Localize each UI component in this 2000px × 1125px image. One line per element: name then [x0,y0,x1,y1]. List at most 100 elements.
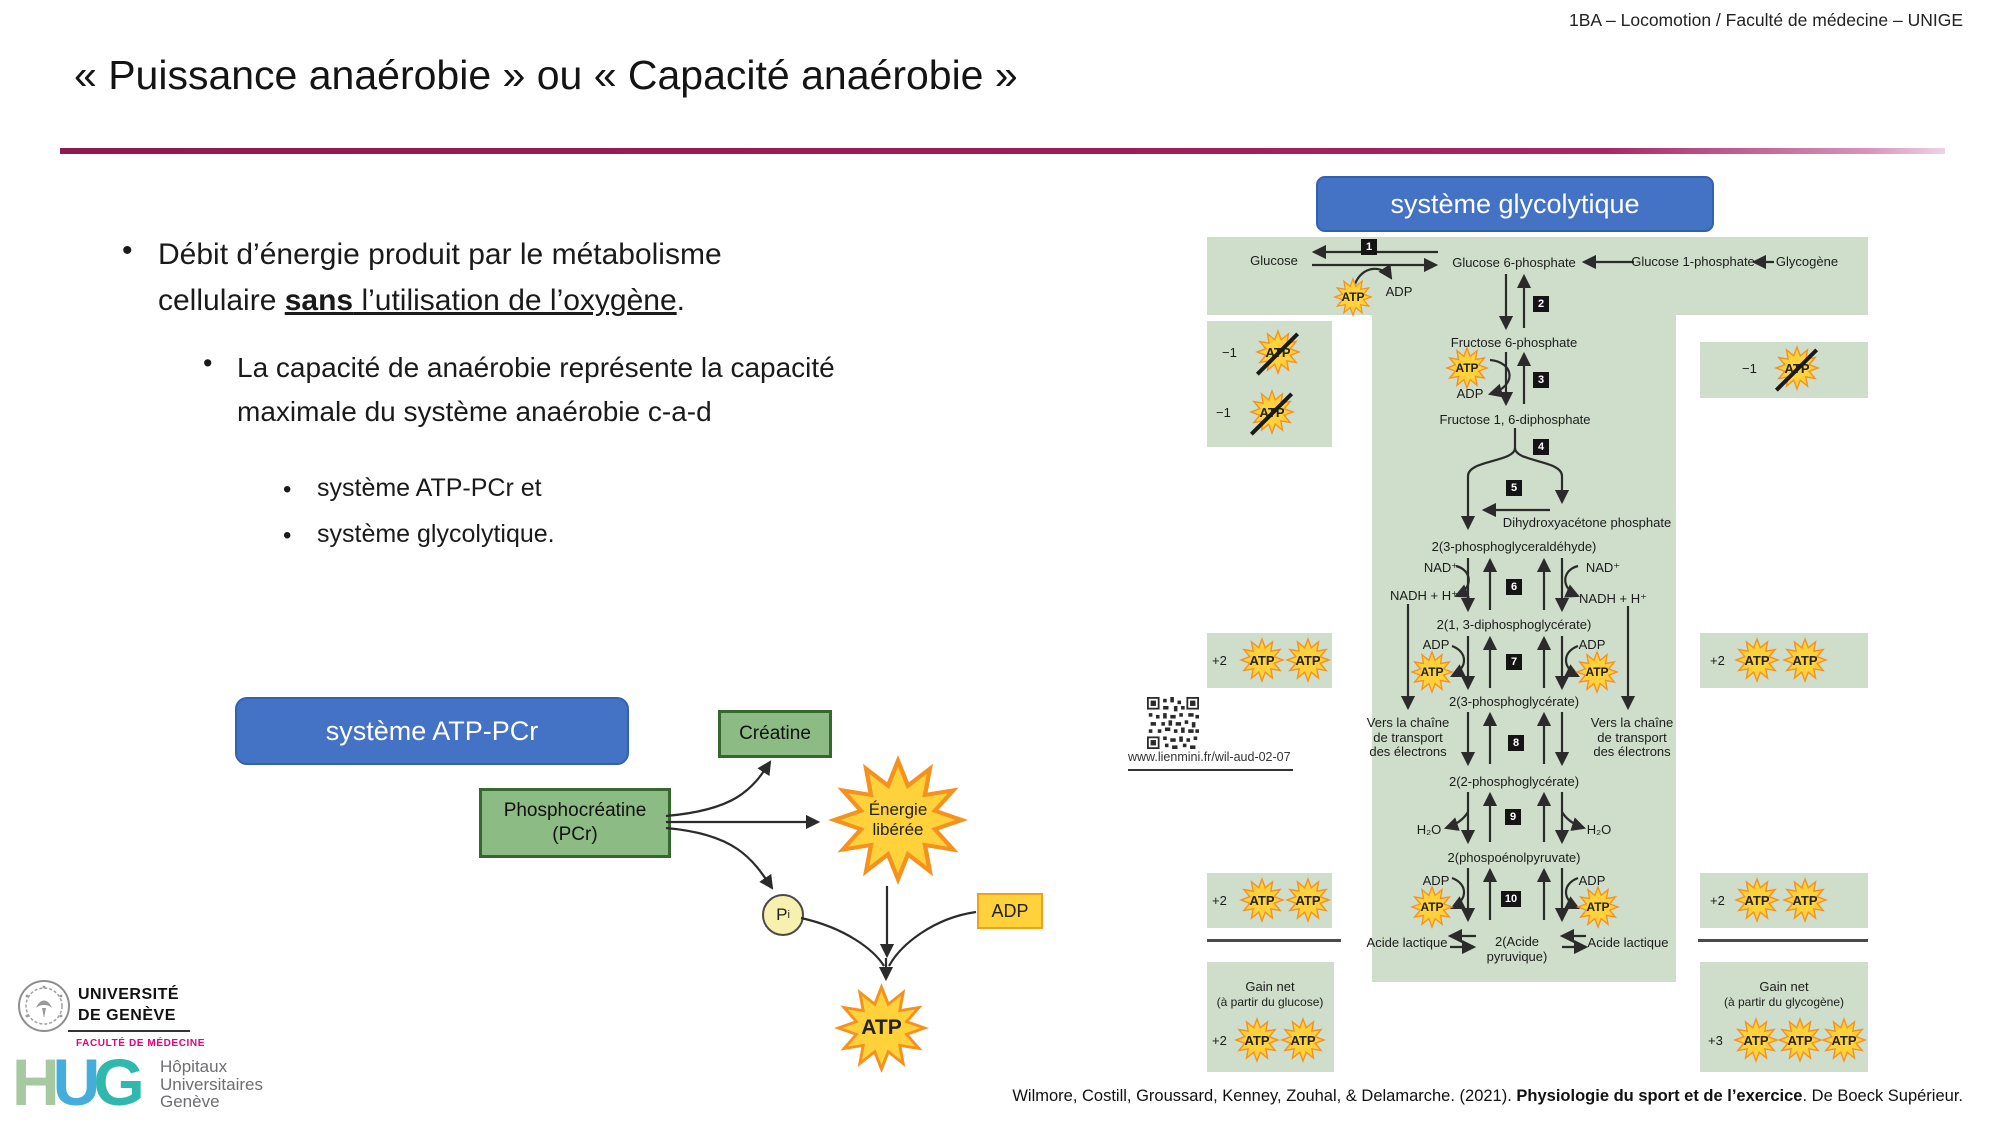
hug-line3: Genève [160,1092,220,1111]
bullet-marker: • [122,234,133,267]
adp-label: ADP [1578,637,1606,652]
atp-label: ATP [1295,652,1321,668]
lactic-acid-label-right: Acide lactique [1587,935,1669,950]
adp-box: ADP [977,893,1043,929]
unige-line2: DE GENÈVE [78,1007,176,1024]
atp-burst-icon: ATP [1782,637,1828,683]
atp-burst-icon: ATP [1280,1017,1326,1063]
step-badge-7: 7 [1506,654,1522,670]
creatine-box: Créatine [718,710,832,758]
minus-one-label: −1 [1742,361,1757,376]
glucose-6-phosphate-label: Glucose 6-phosphate [1452,255,1576,270]
atp-label: ATP [1420,665,1444,679]
phosphocreatine-box: Phosphocréatine (PCr) [479,788,671,858]
chain-line3: des électrons [1369,744,1447,759]
bullet-3: système ATP-PCr et [317,474,542,502]
gain-divider-left [1207,939,1341,942]
pyruvic-line2: pyruvique) [1486,948,1548,964]
bullet-marker: • [283,476,292,503]
h2o-label: H₂O [1586,822,1612,837]
plus-two-label: +2 [1212,1033,1227,1048]
pyruvic-acid-label: 2(Acide pyruvique) [1486,934,1548,964]
qr-underline [1128,769,1293,771]
plus-two-label: +2 [1710,653,1725,668]
chain-line1: Vers la chaîne [1366,715,1450,730]
atp-label: ATP [1249,652,1275,668]
gain-divider-right [1698,939,1868,942]
energy-line2: libérée [872,820,924,839]
atp-burst-icon: ATP [1234,1017,1280,1063]
atp-label: ATP [1792,652,1818,668]
atp-label: ATP [1295,892,1321,908]
chain-line3: des électrons [1593,744,1671,759]
bullet-4: système glycolytique. [317,520,555,548]
step-badge-5: 5 [1506,480,1522,496]
energy-released-label: Énergie libérée [828,755,968,885]
bullet-1-bold: sans [284,284,354,317]
glucose-1-phosphate-label: Glucose 1-phosphate [1631,254,1755,269]
bullet-1-period: . [676,284,685,317]
atp-label: ATP [1787,1032,1813,1048]
net-gain-title-glucose: Gain net (à partir du glucose) [1216,979,1324,1009]
atp-label: ATP [1792,892,1818,908]
plus-two-label: +2 [1710,893,1725,908]
unige-seal-icon [18,980,70,1032]
bullet-marker: • [283,522,292,549]
step-badge-1: 1 [1361,239,1377,255]
page-title: « Puissance anaérobie » ou « Capacité an… [74,52,1018,98]
crossed-atp-burst-icon: ATP [1255,329,1301,376]
step-badge-9: 9 [1505,809,1521,825]
fructose-16-diphosphate-label: Fructose 1, 6-diphosphate [1439,412,1591,427]
hug-wordmark: Hôpitaux Universitaires Genève [160,1058,263,1111]
2-phosphoglycerate-label: 2(2-phosphoglycérate) [1448,774,1580,789]
qr-url-label: www.lienmini.fr/wil-aud-02-07 [1128,750,1291,764]
adp-label: ADP [1456,386,1484,401]
atp-burst-icon: ATP [834,983,929,1073]
atp-pcr-system-badge: système ATP-PCr [235,697,629,765]
citation: Wilmore, Costill, Groussard, Kenney, Zou… [1012,1087,1963,1106]
bullet-1-underlined: l’utilisation de l’oxygène [353,284,677,317]
hug-line2: Universitaires [160,1074,263,1094]
energy-released-burst-icon: Énergie libérée [828,755,968,885]
nadh-label: NADH + H⁺ [1390,588,1458,603]
atp-burst-icon: ATP [1445,346,1489,390]
pyruvic-line1: 2(Acide [1494,934,1540,949]
crossed-atp-burst-icon: ATP [1249,389,1295,436]
hug-letter-g: G [93,1045,144,1119]
phosphoglyceraldehyde-label: 2(3-phosphoglyceraldéhyde) [1431,539,1597,554]
adp-label: ADP [1578,873,1606,888]
atp-burst-icon: ATP [1410,650,1454,694]
bullet-marker: • [203,348,213,378]
bullet-2: La capacité de anaérobie représente la c… [237,352,835,427]
gain-net-line: Gain net [1759,979,1809,994]
citation-authors: Wilmore, Costill, Groussard, Kenney, Zou… [1012,1087,1517,1105]
gain-source-line: (à partir du glucose) [1216,994,1324,1009]
hug-line1: Hôpitaux [160,1057,228,1076]
diphosphoglycerate-label: 2(1, 3-diphosphoglycérate) [1436,617,1592,632]
atp-label: ATP [1744,652,1770,668]
net-gain-title-glycogen: Gain net (à partir du glycogène) [1724,979,1844,1009]
step-badge-4: 4 [1533,439,1549,455]
atp-burst-icon: ATP [1285,877,1331,923]
atp-label: ATP [1249,892,1275,908]
atp-burst-icon: ATP [1333,277,1373,317]
adp-label: ADP [1422,637,1450,652]
glycogen-label: Glycogène [1775,254,1839,269]
h2o-label: H₂O [1416,822,1442,837]
atp-burst-icon: ATP [1239,637,1285,683]
pi-subscript: i [787,909,790,921]
atp-burst-icon: ATP [1576,885,1620,929]
electron-chain-label-left: Vers la chaîne de transport des électron… [1366,715,1450,760]
bullet-1: Débit d’énergie produit par le métabolis… [158,232,808,324]
unige-rule [68,1030,190,1032]
adp-label: ADP [1422,873,1450,888]
minus-one-label: −1 [1216,405,1231,420]
crossed-atp-burst-icon: ATP [1774,345,1820,392]
atp-label: ATP [861,1016,902,1039]
lactic-acid-label-left: Acide lactique [1366,935,1448,950]
step-badge-8: 8 [1508,735,1524,751]
atp-burst-icon: ATP [1285,637,1331,683]
title-underline-rule [60,148,1945,154]
